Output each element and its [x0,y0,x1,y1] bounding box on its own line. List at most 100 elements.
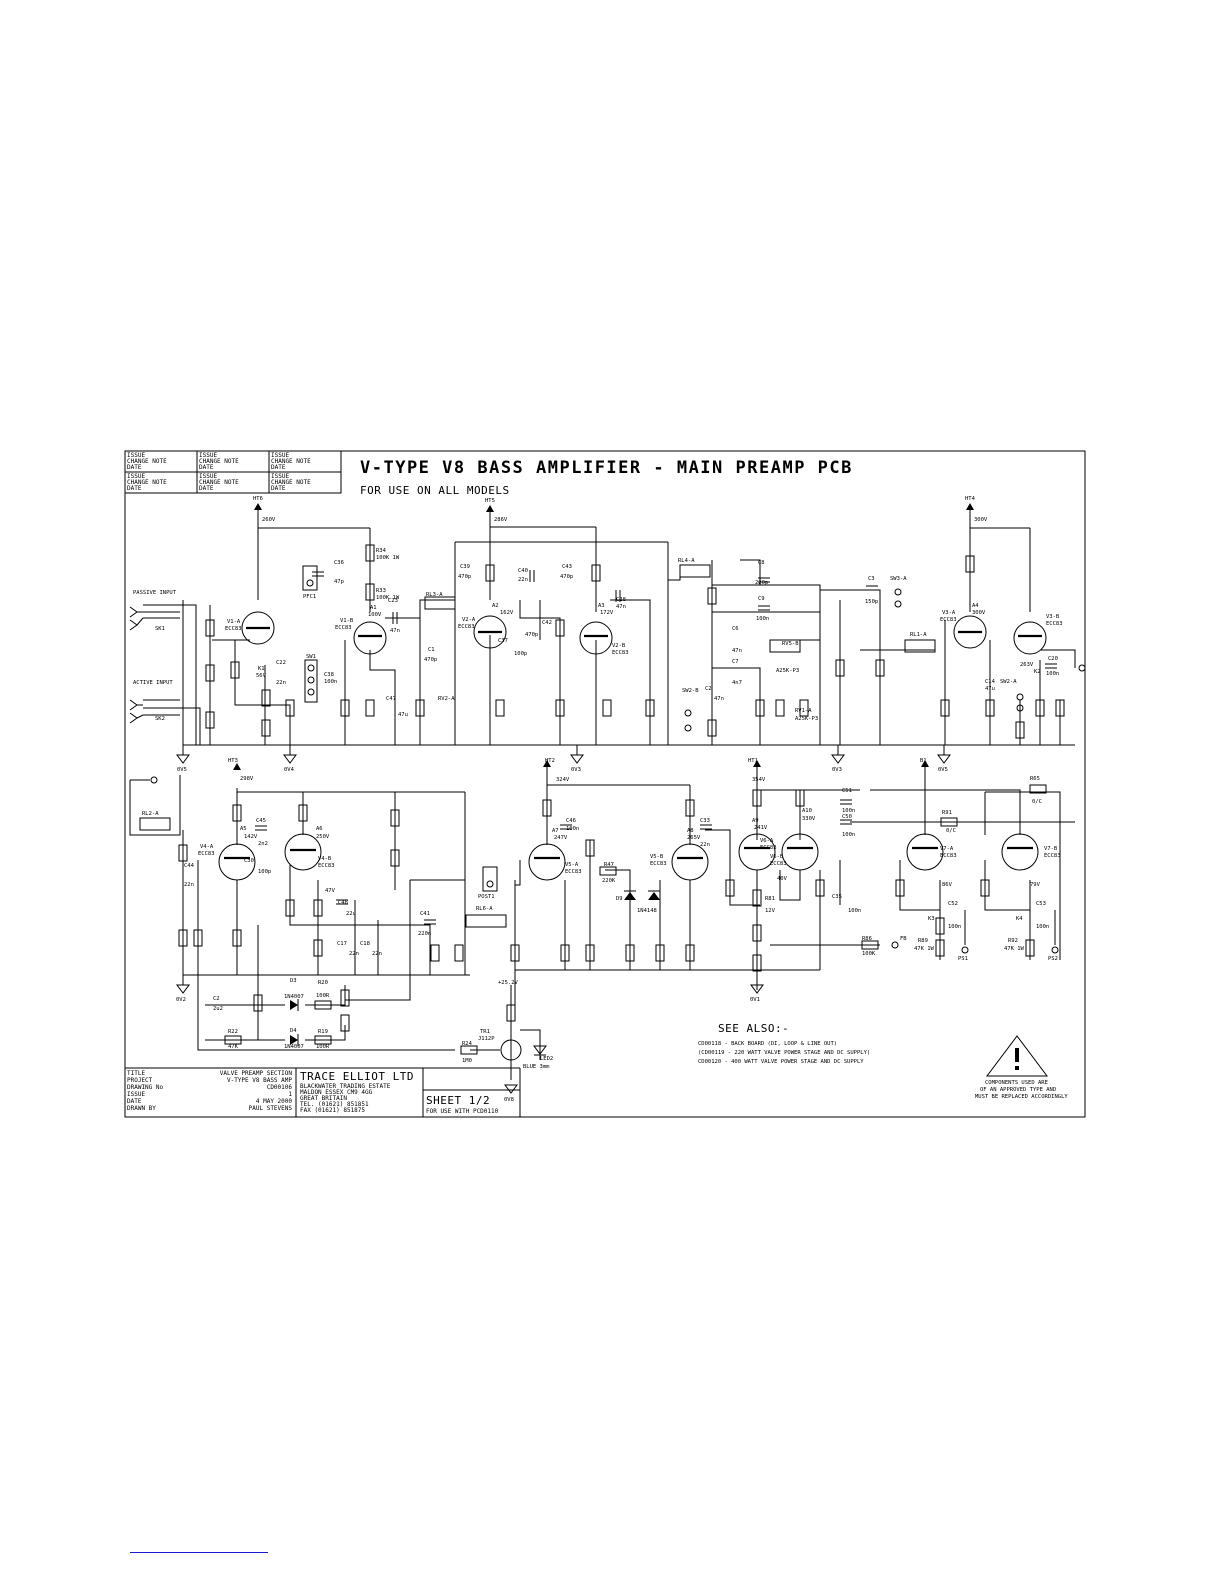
change-issue: ISSUE [127,473,145,480]
rg-label: R65 [1030,776,1040,782]
a9-value: 241V [754,825,768,831]
tube-ref: V7-A [940,846,954,852]
ht4-label: HT4 [965,496,976,502]
c18-label: C18 [360,941,370,947]
rv2-label: RV2-A [438,696,455,702]
company-address: MALDON ESSEX CM9 4GG [300,1089,373,1096]
k2-value: 263V [1020,662,1034,668]
a4-value: 300V [972,610,986,616]
c22-value: 22n [276,680,286,686]
r92-value: 47K 1W [1004,946,1025,952]
c38-value: 100n [324,679,337,685]
r91-label: R91 [942,810,952,816]
change-note-table: ISSUE CHANGE NOTE DATE ISSUE CHANGE NOTE… [124,450,342,494]
c8-value: 220p [755,580,768,586]
ground-label: 0V3 [832,767,842,773]
r22-value: 47K [228,1044,239,1050]
change-box: ISSUE CHANGE NOTE DATE [199,473,239,492]
tube-v5b [671,843,709,881]
tube-type: ECC83 [318,863,335,869]
k-v6-value: 40V [777,876,788,882]
for-use-with: FOR USE WITH PCD0110 [426,1108,499,1115]
k3-value: 86V [942,882,953,888]
rl4-label: RL4-A [678,558,695,564]
tb-value: 4 MAY 2000 [256,1098,293,1105]
d4-label: D4 [290,1028,297,1034]
tube-type: ECC83 [1044,853,1061,859]
tube-type: ECC83 [335,625,352,631]
k1-label: K1 [258,666,265,672]
change-box: ISSUE CHANGE NOTE DATE [199,452,239,471]
c41-label: C41 [420,911,430,917]
c17-value: 22n [349,951,359,957]
ground-label: 0V5 [938,767,948,773]
tube-ref: V1-A [227,619,241,625]
c6-value: 47n [732,648,742,654]
tube-v1a [241,611,275,645]
tb-value: VALVE PREAMP SECTION [220,1070,293,1077]
sw3-label: SW3-A [890,576,907,582]
ground-label: 0V2 [176,997,186,1003]
see-also-heading: SEE ALSO:- [718,1022,789,1035]
a9-label: A9 [752,818,759,824]
sk1-label: SK1 [155,626,165,632]
c53-value: 100n [1036,924,1049,930]
tb-label: TITLE [127,1070,145,1077]
ht1-voltage: 354V [752,777,766,783]
post1-label: POST1 [478,894,495,900]
d4-value: 1N4007 [284,1044,304,1050]
a2-label: A2 [492,603,499,609]
c1-label: C1 [428,647,435,653]
rl6-label: RL6-A [476,906,493,912]
change-note: CHANGE NOTE [127,458,167,465]
tube-type: ECC83 [770,861,787,867]
tube-symbols [218,611,1047,881]
c45-label: C45 [256,818,266,824]
top-section-wiring [143,510,1076,746]
c40-label: C40 [518,568,528,574]
r34-value: 100K 1W [376,555,400,561]
tube-ref: V4-B [318,856,332,862]
c28-label: C28 [616,597,626,603]
tube-v4b [284,833,322,871]
c3-value: 150p [865,599,878,605]
supply-label: +25.2V [498,980,519,986]
c36-label: C36 [334,560,344,566]
c47-value: 47u [398,712,408,718]
c6-label: C6 [732,626,739,632]
k4-label: K4 [1016,916,1023,922]
c1-value: 470p [424,657,437,663]
a6-label: A6 [316,826,323,832]
tube-v6a [738,833,776,871]
tube-type: ECC83 [650,861,667,867]
r89-value: 47K 1W [914,946,935,952]
footer-rule [130,1552,268,1553]
d3-label: D3 [290,978,297,984]
c40-value: 22n [518,577,528,583]
c8-label: C8 [758,560,765,566]
see-also-line: (CD00119 - 220 WATT VALVE POWER STAGE AN… [698,1050,870,1056]
r91-value: 0/C [946,828,956,834]
rail-arrows [176,503,974,1094]
labels-top: PASSIVE INPUT ACTIVE INPUT SK1 SK2 HT6 2… [133,496,1063,773]
ht5-voltage: 286V [494,517,508,523]
c7-value: 4n7 [732,680,742,686]
change-date: DATE [199,464,214,471]
r20-value: 100R [316,993,330,999]
sheet-number: SHEET 1/2 [426,1094,490,1107]
tb-label: DRAWING No [127,1084,164,1091]
ht3-voltage: 298V [240,776,254,782]
tube-type: ECC83 [760,845,777,851]
tb-value: 1 [288,1091,292,1098]
c7-label: C7 [732,659,739,665]
a8-value: 265V [687,835,701,841]
c41-value: 220n [418,931,431,937]
tube-type: ECC83 [198,851,215,857]
r19-value: 100R [316,1044,330,1050]
tube-v2b [579,621,613,655]
c2b-label: C2 [213,996,220,1002]
rv1-value: A25K-P3 [795,716,818,722]
r86-label: R86 [862,936,872,942]
a1-label: A1 [370,605,377,611]
